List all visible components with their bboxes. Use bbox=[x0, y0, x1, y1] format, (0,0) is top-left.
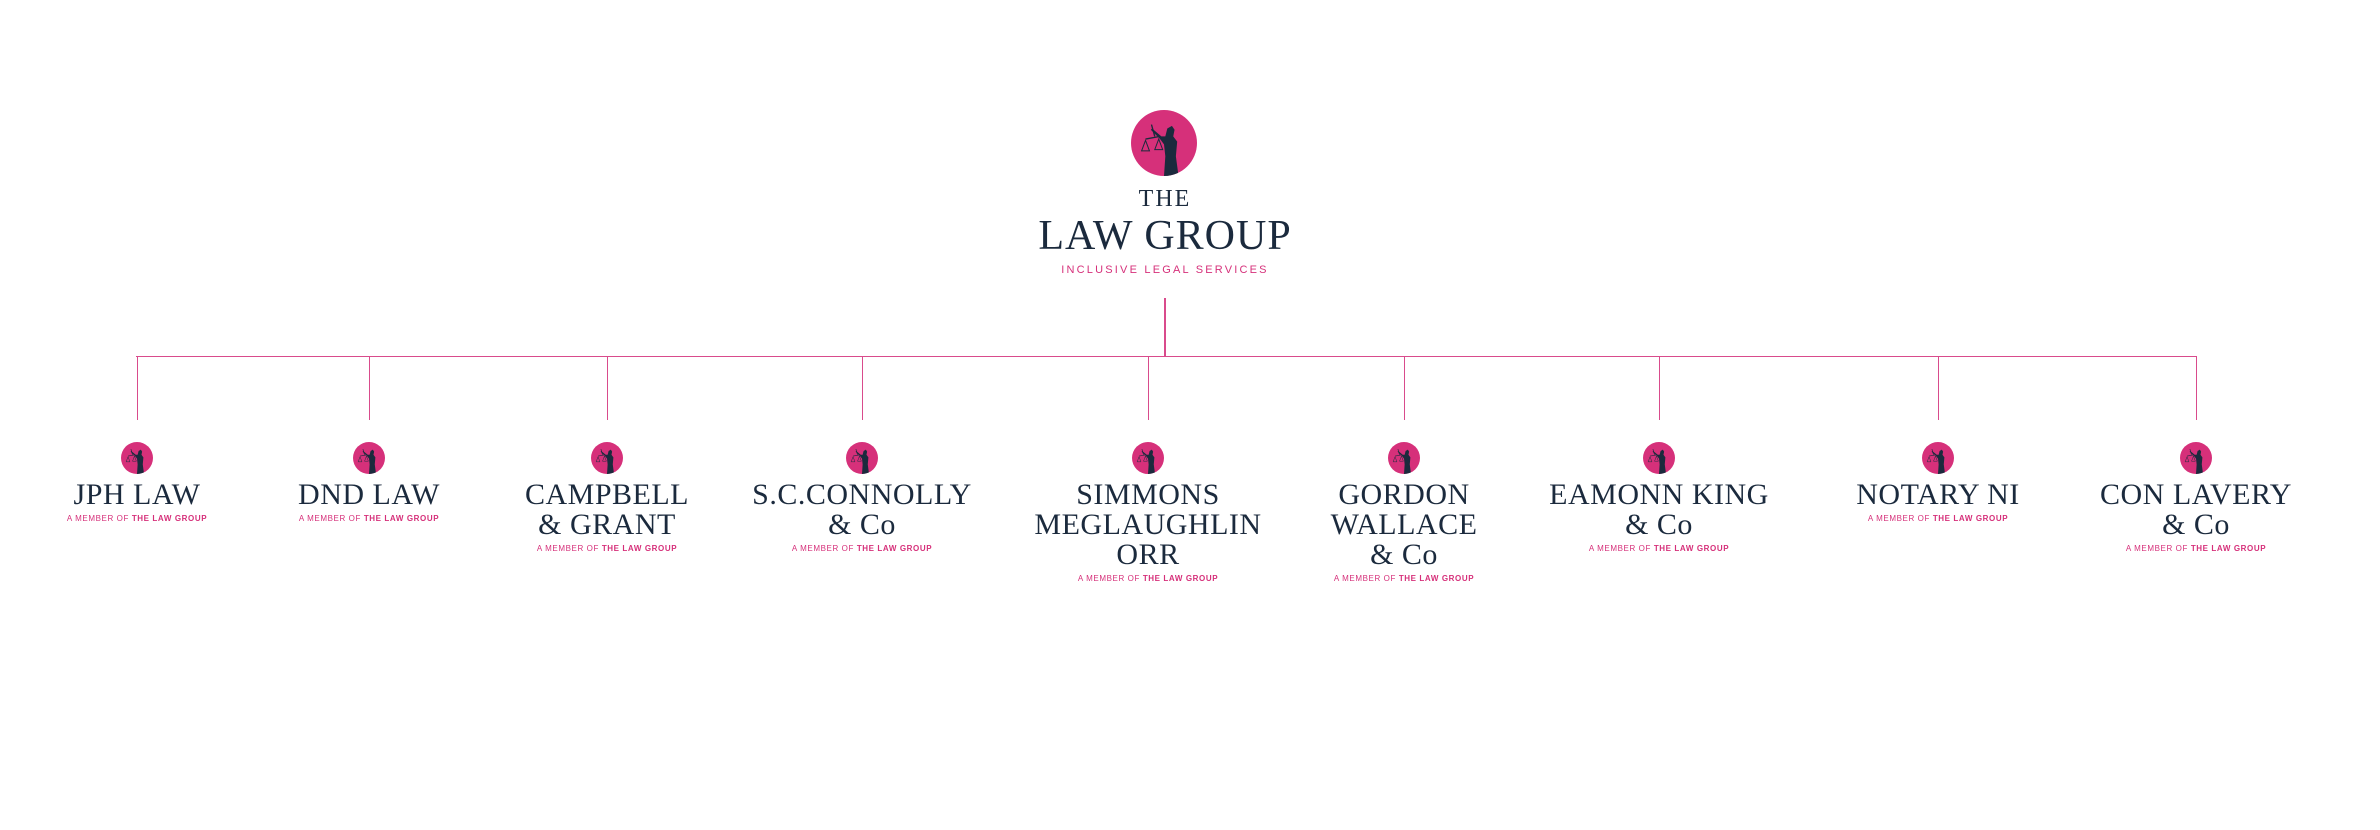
member-prefix: A MEMBER OF bbox=[1588, 544, 1651, 553]
member-tagline: A MEMBER OF THE LAW GROUP bbox=[209, 514, 529, 523]
drop-connector bbox=[137, 356, 138, 420]
member-tagline: A MEMBER OF THE LAW GROUP bbox=[1244, 574, 1564, 583]
member-tagline: A MEMBER OF THE LAW GROUP bbox=[1499, 544, 1819, 553]
scales-of-justice-icon bbox=[1643, 442, 1675, 474]
scales-of-justice-icon bbox=[846, 442, 878, 474]
firm-name-line: CON LAVERY bbox=[2100, 478, 2292, 511]
parent-tagline: INCLUSIVE LEGAL SERVICES bbox=[1061, 264, 1269, 276]
drop-connector bbox=[607, 356, 608, 420]
member-group: THE LAW GROUP bbox=[856, 544, 933, 553]
firm-name-line: WALLACE bbox=[1330, 508, 1478, 541]
drop-connector bbox=[2196, 356, 2197, 420]
parent-title: LAW GROUP bbox=[1038, 213, 1292, 259]
member-prefix: A MEMBER OF bbox=[66, 514, 129, 523]
drop-connector bbox=[862, 356, 863, 420]
horizontal-connector bbox=[136, 356, 2196, 357]
member-firm: DND LAW A MEMBER OF THE LAW GROUP bbox=[209, 356, 529, 523]
member-prefix: A MEMBER OF bbox=[1333, 574, 1396, 583]
firm-name-line: & Co bbox=[1370, 538, 1438, 571]
member-prefix: A MEMBER OF bbox=[1077, 574, 1140, 583]
firm-name-line: & GRANT bbox=[538, 508, 676, 541]
parent-title-the: THE bbox=[1138, 186, 1192, 212]
firm-name-line: CAMPBELL bbox=[524, 478, 690, 511]
scales-of-justice-icon bbox=[1922, 442, 1954, 474]
scales-of-justice-icon bbox=[353, 442, 385, 474]
firm-name: JPH LAW bbox=[0, 480, 297, 510]
scales-of-justice-icon bbox=[1388, 442, 1420, 474]
drop-connector bbox=[1148, 356, 1149, 420]
scales-of-justice-icon bbox=[1132, 442, 1164, 474]
member-group: THE LAW GROUP bbox=[363, 514, 440, 523]
member-tagline: A MEMBER OF THE LAW GROUP bbox=[702, 544, 1022, 553]
firm-name: S.C.CONNOLLY& Co bbox=[702, 480, 1022, 540]
firm-name-line: MEGLAUGHLIN bbox=[1034, 508, 1262, 541]
member-group: THE LAW GROUP bbox=[601, 544, 678, 553]
firm-name-line: & Co bbox=[2162, 508, 2230, 541]
member-firm: JPH LAW A MEMBER OF THE LAW GROUP bbox=[0, 356, 297, 523]
firm-name-line: JPH LAW bbox=[73, 478, 201, 511]
member-tagline: A MEMBER OF THE LAW GROUP bbox=[0, 514, 297, 523]
trunk-connector bbox=[1164, 298, 1166, 357]
drop-connector bbox=[1659, 356, 1660, 420]
member-prefix: A MEMBER OF bbox=[1867, 514, 1930, 523]
member-prefix: A MEMBER OF bbox=[2125, 544, 2188, 553]
member-firm: CON LAVERY& Co A MEMBER OF THE LAW GROUP bbox=[2036, 356, 2356, 553]
member-prefix: A MEMBER OF bbox=[298, 514, 361, 523]
drop-connector bbox=[369, 356, 370, 420]
firm-name-line: ORR bbox=[1116, 538, 1180, 571]
firm-name-line: EAMONN KING bbox=[1549, 478, 1769, 511]
member-prefix: A MEMBER OF bbox=[791, 544, 854, 553]
firm-name-line: GORDON bbox=[1338, 478, 1470, 511]
law-group-logo-icon bbox=[1131, 110, 1197, 176]
firm-name: CAMPBELL& GRANT bbox=[447, 480, 767, 540]
drop-connector bbox=[1404, 356, 1405, 420]
member-tagline: A MEMBER OF THE LAW GROUP bbox=[1778, 514, 2098, 523]
member-group: THE LAW GROUP bbox=[2190, 544, 2267, 553]
firm-name: CON LAVERY& Co bbox=[2036, 480, 2356, 540]
firm-name-line: DND LAW bbox=[298, 478, 440, 511]
drop-connector bbox=[1938, 356, 1939, 420]
member-prefix: A MEMBER OF bbox=[536, 544, 599, 553]
member-group: THE LAW GROUP bbox=[131, 514, 208, 523]
firm-name: NOTARY NI bbox=[1778, 480, 2098, 510]
member-group: THE LAW GROUP bbox=[1653, 544, 1730, 553]
member-firm: S.C.CONNOLLY& Co A MEMBER OF THE LAW GROU… bbox=[702, 356, 1022, 553]
member-tagline: A MEMBER OF THE LAW GROUP bbox=[2036, 544, 2356, 553]
member-tagline: A MEMBER OF THE LAW GROUP bbox=[988, 574, 1308, 583]
firm-name-line: & Co bbox=[1625, 508, 1693, 541]
firm-name-line: SIMMONS bbox=[1076, 478, 1220, 511]
firm-name-line: NOTARY NI bbox=[1856, 478, 2020, 511]
firm-name: EAMONN KING& Co bbox=[1499, 480, 1819, 540]
scales-of-justice-icon bbox=[2180, 442, 2212, 474]
scales-of-justice-icon bbox=[121, 442, 153, 474]
member-firm: EAMONN KING& Co A MEMBER OF THE LAW GROUP bbox=[1499, 356, 1819, 553]
member-tagline: A MEMBER OF THE LAW GROUP bbox=[447, 544, 767, 553]
member-group: THE LAW GROUP bbox=[1932, 514, 2009, 523]
firm-name: DND LAW bbox=[209, 480, 529, 510]
scales-of-justice-icon bbox=[591, 442, 623, 474]
firm-name-line: & Co bbox=[828, 508, 896, 541]
member-group: THE LAW GROUP bbox=[1398, 574, 1475, 583]
member-firm: NOTARY NI A MEMBER OF THE LAW GROUP bbox=[1778, 356, 2098, 523]
member-firm: CAMPBELL& GRANT A MEMBER OF THE LAW GROUP bbox=[447, 356, 767, 553]
firm-name-line: S.C.CONNOLLY bbox=[752, 478, 972, 511]
member-group: THE LAW GROUP bbox=[1142, 574, 1219, 583]
